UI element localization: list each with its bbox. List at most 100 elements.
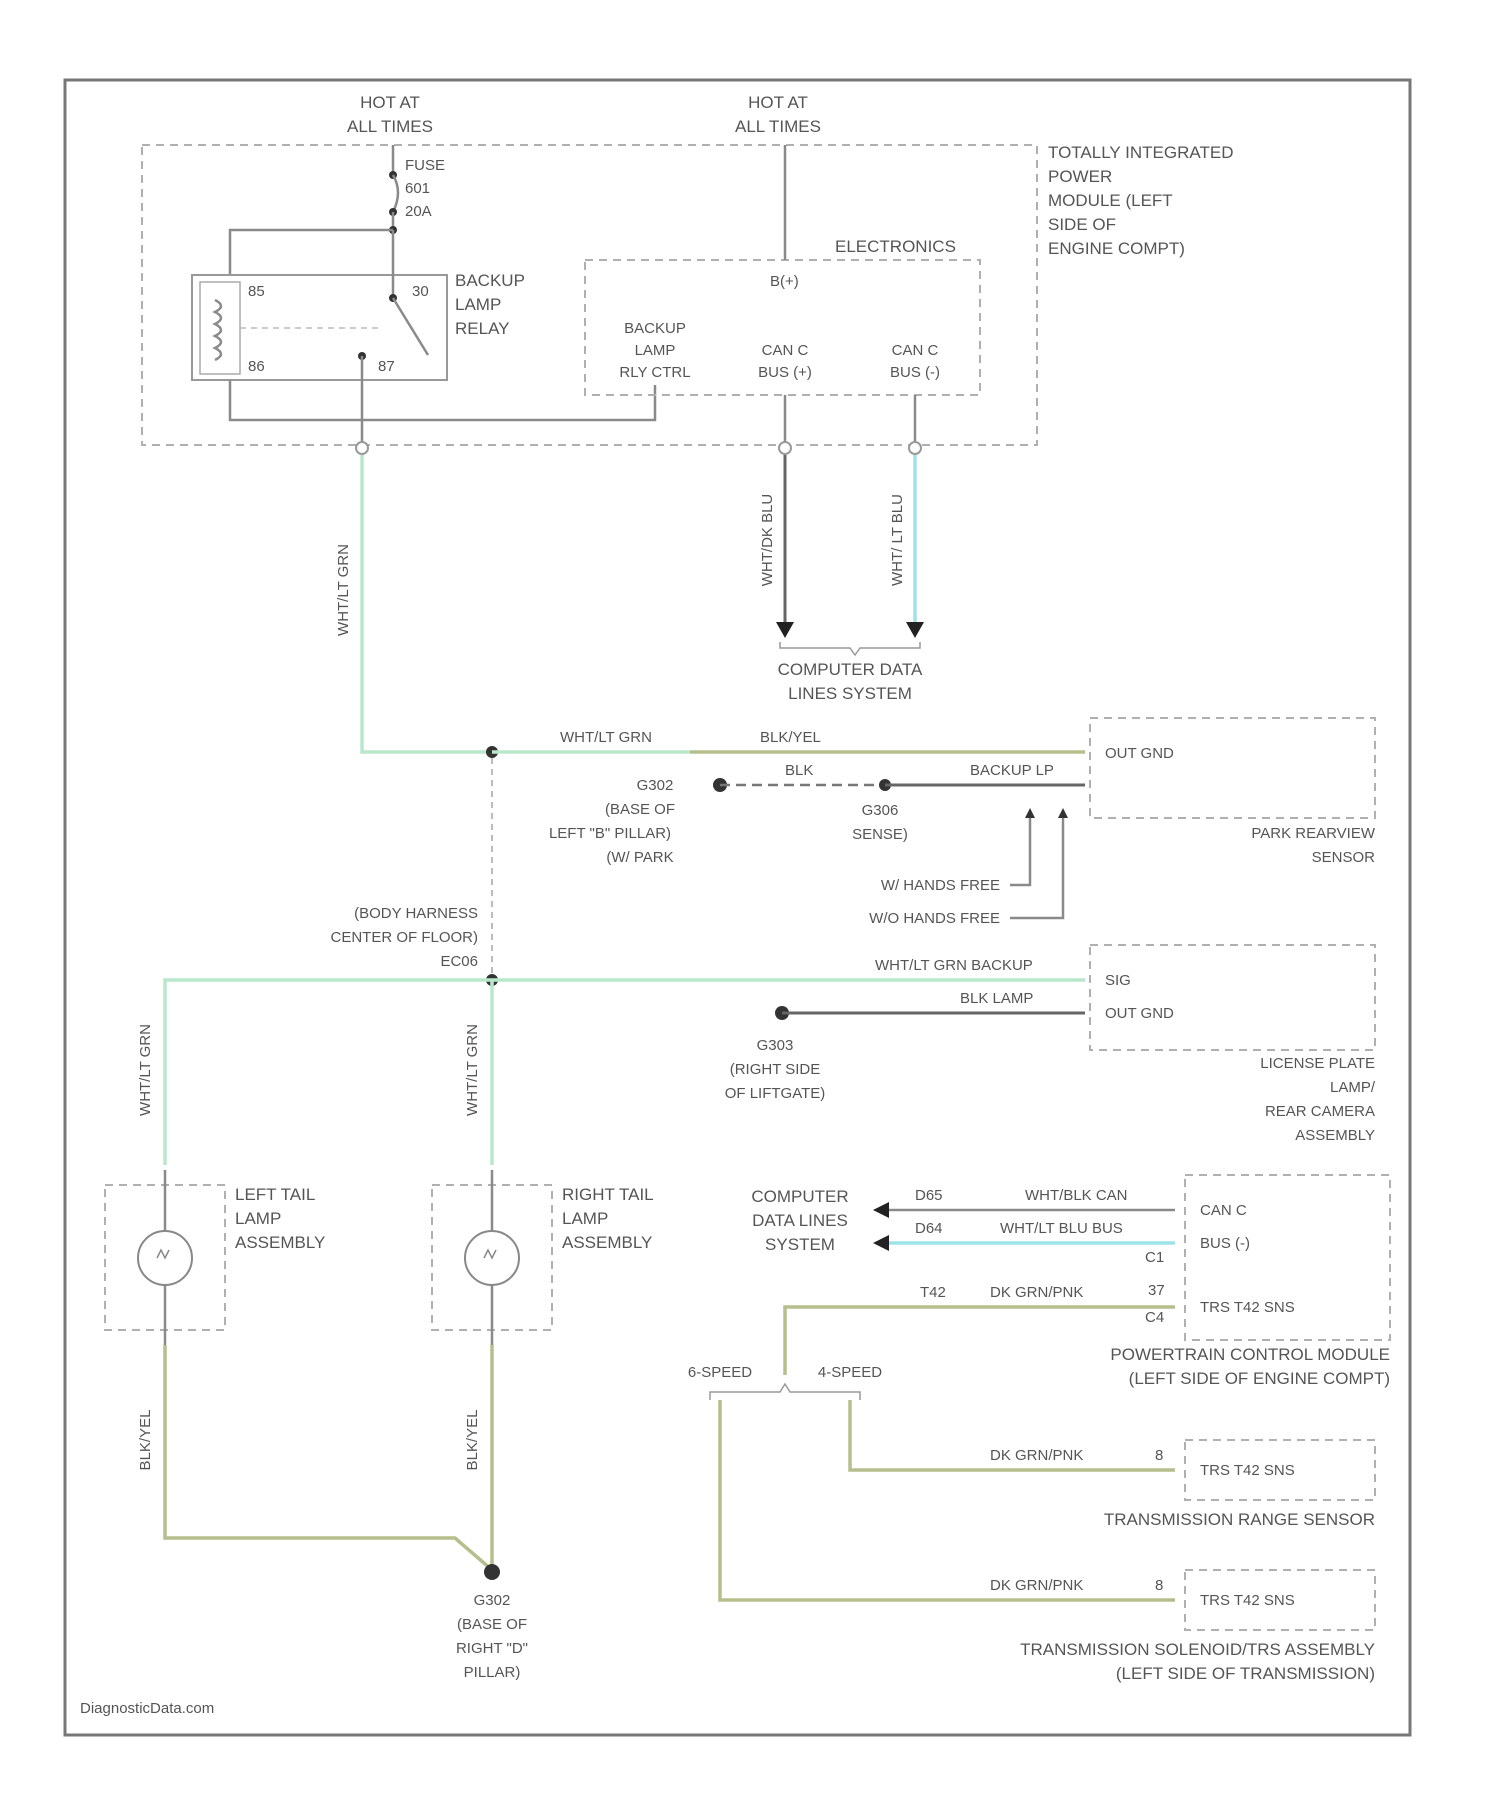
- solenoid-label-2: (LEFT SIDE OF TRANSMISSION): [1116, 1664, 1375, 1683]
- can-minus-connector: [909, 442, 921, 454]
- g302b-label-4: PILLAR): [464, 1664, 521, 1681]
- left-tail-label-2: LAMP: [235, 1209, 281, 1228]
- wire-label-blk-yel-right: BLK/YEL: [464, 1410, 481, 1471]
- g302-label-4: (W/ PARK: [606, 849, 673, 866]
- tipm-label-5: ENGINE COMPT): [1048, 239, 1185, 258]
- wire-label-wht-blk-can: WHT/BLK CAN: [1025, 1187, 1128, 1204]
- wire-label-wht-ltgrn-h: WHT/LT GRN: [560, 729, 652, 746]
- trs-sensor-label: TRANSMISSION RANGE SENSOR: [1104, 1510, 1375, 1529]
- relay-coil: [215, 300, 221, 360]
- g302-label-3: LEFT "B" PILLAR): [549, 825, 671, 842]
- pcm-pin-37: 37: [1148, 1282, 1165, 1299]
- pcm-c4-label: C4: [1145, 1309, 1164, 1326]
- wire-label-wht-ltblu-bus: WHT/LT BLU BUS: [1000, 1220, 1123, 1237]
- pcm-bus-label: BUS (-): [1200, 1235, 1250, 1252]
- relay-label-1: BACKUP: [455, 271, 525, 290]
- wire-label-blk-yel-left: BLK/YEL: [137, 1410, 154, 1471]
- sol-pin-8: 8: [1155, 1577, 1163, 1594]
- lpl-out-gnd-label: OUT GND: [1105, 1005, 1174, 1022]
- backup-ctrl-label-1: BACKUP: [624, 320, 686, 337]
- wire-label-wht-ltgrn-1: WHT/LT GRN: [335, 544, 352, 636]
- g302-rear-ground: [484, 1564, 500, 1580]
- wire-label-blk-lamp: BLK LAMP: [960, 990, 1033, 1007]
- wire-label-blk: BLK: [785, 762, 813, 779]
- tipm-box: [142, 145, 1037, 445]
- backup-ctrl-label-2: LAMP: [635, 342, 676, 359]
- park-sensor-label-1: PARK REARVIEW: [1251, 825, 1375, 842]
- relay-label-2: LAMP: [455, 295, 501, 314]
- wire-label-wht-dkblu: WHT/DK BLU: [759, 494, 776, 587]
- d65-label: D65: [915, 1187, 943, 1204]
- fuse-to-coil-wire: [230, 230, 393, 275]
- lpl-label-4: ASSEMBLY: [1295, 1127, 1375, 1144]
- lpl-label-2: LAMP/: [1330, 1079, 1376, 1096]
- park-sensor-out-gnd: OUT GND: [1105, 745, 1174, 762]
- hot-label-left-1: HOT AT: [360, 93, 420, 112]
- canc-plus-label-1: CAN C: [762, 342, 809, 359]
- wire-label-wht-ltblu: WHT/ LT BLU: [889, 494, 906, 586]
- g302b-label-2: (BASE OF: [457, 1616, 527, 1633]
- cdl-label-2: LINES SYSTEM: [788, 684, 912, 703]
- bplus-label: B(+): [770, 273, 799, 290]
- lpl-label-3: REAR CAMERA: [1265, 1103, 1375, 1120]
- wire-label-dkgrn-pnk-3: DK GRN/PNK: [990, 1577, 1083, 1594]
- relay-pin-30: 30: [412, 283, 429, 300]
- pcm-c1-label: C1: [1145, 1249, 1164, 1266]
- pcm-can-c-label: CAN C: [1200, 1202, 1247, 1219]
- hot-label-right-1: HOT AT: [748, 93, 808, 112]
- relay-pin-87: 87: [378, 358, 395, 375]
- speed-6-label: 6-SPEED: [688, 1364, 752, 1381]
- relay-label-3: RELAY: [455, 319, 510, 338]
- wire-label-blk-yel: BLK/YEL: [760, 729, 821, 746]
- g303-label-3: OF LIFTGATE): [725, 1085, 826, 1102]
- tipm-label-4: SIDE OF: [1048, 215, 1116, 234]
- green-wire-to-left-tail: [165, 980, 492, 1165]
- relay-pin-85: 85: [248, 283, 265, 300]
- g302-label-1: G302: [637, 777, 674, 794]
- hands-free-arrow-wo: [1058, 808, 1068, 818]
- pcm-bus-arrow: [873, 1235, 889, 1251]
- hands-free-arrow-w: [1025, 808, 1035, 818]
- cdl2-label-3: SYSTEM: [765, 1235, 835, 1254]
- g306-label-1: G306: [862, 802, 899, 819]
- g303-label-2: (RIGHT SIDE: [730, 1061, 821, 1078]
- park-sensor-box: [1090, 718, 1375, 818]
- fuse-number: 601: [405, 180, 430, 197]
- g302b-label-1: G302: [474, 1592, 511, 1609]
- wire-label-wht-ltgrn-backup: WHT/LT GRN BACKUP: [875, 957, 1033, 974]
- wo-hands-free-label: W/O HANDS FREE: [869, 910, 1000, 927]
- trs-t42-label-1: TRS T42 SNS: [1200, 1299, 1295, 1316]
- fuse-label: FUSE: [405, 157, 445, 174]
- right-tail-label-1: RIGHT TAIL: [562, 1185, 654, 1204]
- g302-label-2: (BASE OF: [605, 801, 675, 818]
- g306-label-2: SENSE): [852, 826, 908, 843]
- solenoid-label-1: TRANSMISSION SOLENOID/TRS ASSEMBLY: [1020, 1640, 1375, 1659]
- backup-ctrl-label-3: RLY CTRL: [619, 364, 690, 381]
- fuse-rating: 20A: [405, 203, 432, 220]
- body-harness-label-2: CENTER OF FLOOR): [330, 929, 478, 946]
- cdl2-label-1: COMPUTER: [751, 1187, 848, 1206]
- lpl-sig-label: SIG: [1105, 972, 1131, 989]
- g303-label-1: G303: [757, 1037, 794, 1054]
- pcm-label-1: POWERTRAIN CONTROL MODULE: [1110, 1345, 1390, 1364]
- cdl-label-1: COMPUTER DATA: [778, 660, 923, 679]
- right-tail-label-3: ASSEMBLY: [562, 1233, 652, 1252]
- fuse-element: [393, 175, 398, 212]
- d64-label: D64: [915, 1220, 943, 1237]
- cdl2-label-2: DATA LINES: [752, 1211, 848, 1230]
- trs-pin-8: 8: [1155, 1447, 1163, 1464]
- hot-label-right-2: ALL TIMES: [735, 117, 821, 136]
- trs-t42-label-3: TRS T42 SNS: [1200, 1592, 1295, 1609]
- canc-minus-label-1: CAN C: [892, 342, 939, 359]
- tipm-label-1: TOTALLY INTEGRATED: [1048, 143, 1233, 162]
- hot-label-left-2: ALL TIMES: [347, 117, 433, 136]
- backup-lp-label: BACKUP LP: [970, 762, 1054, 779]
- relay-output-connector: [356, 442, 368, 454]
- electronics-label: ELECTRONICS: [835, 237, 956, 256]
- relay-coil-ground-wire: [230, 380, 655, 420]
- body-harness-label-1: (BODY HARNESS: [354, 905, 478, 922]
- speed-brace: [710, 1384, 860, 1400]
- tipm-label-2: POWER: [1048, 167, 1112, 186]
- hands-free-wire-w: [1010, 812, 1030, 885]
